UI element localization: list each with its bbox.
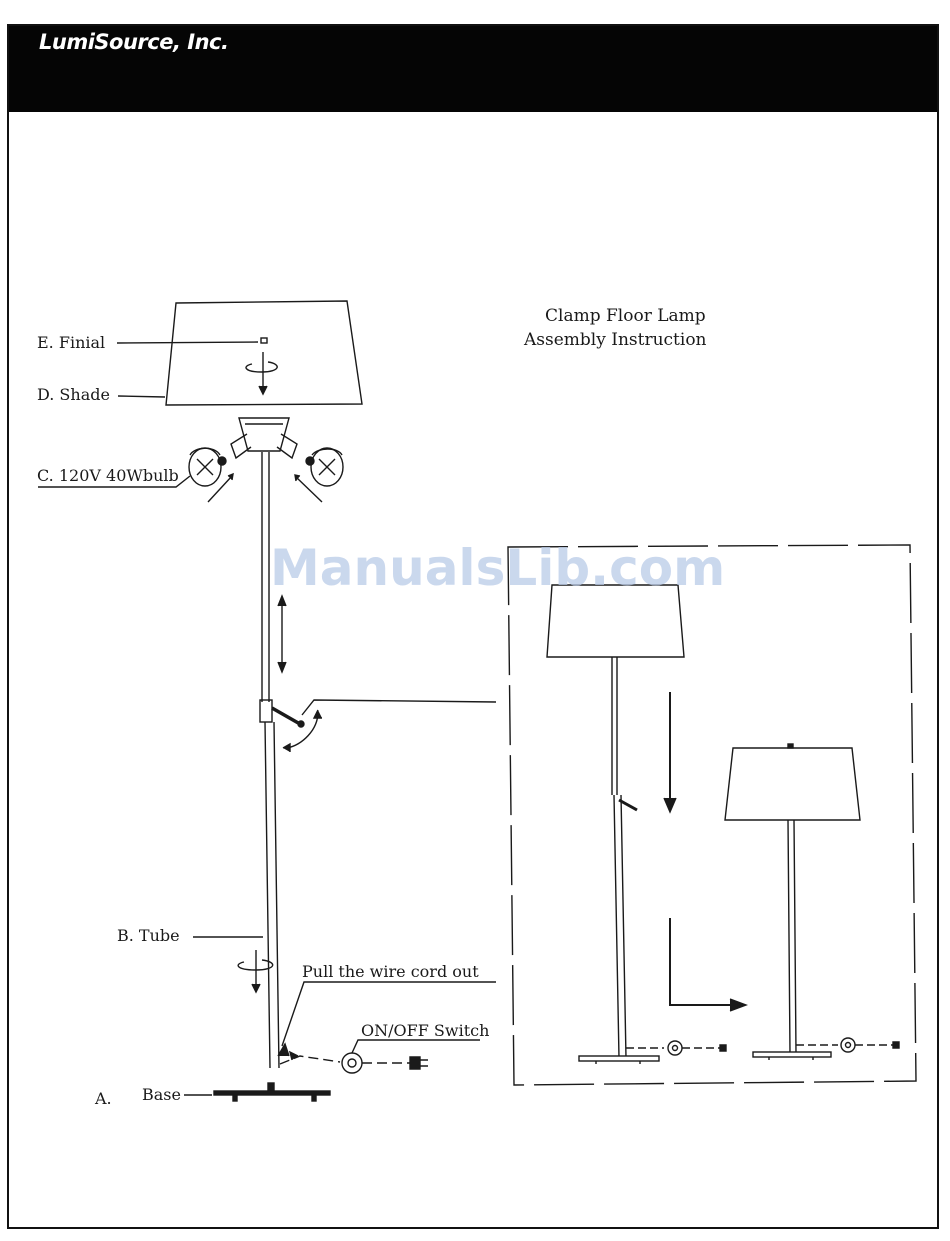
inset-connector (302, 700, 496, 715)
bulb-label: C. 120V 40Wbulb (37, 466, 179, 485)
base-label: Base (142, 1085, 181, 1104)
rotate-arrow-shade (246, 362, 277, 372)
pull-cord-label: Pull the wire cord out (302, 962, 479, 981)
inset-short-shade (725, 748, 860, 820)
lower-tube (265, 722, 279, 1068)
watermark: ManualsLib.com (270, 539, 725, 597)
plug (410, 1057, 420, 1069)
switch-left (342, 1053, 362, 1073)
upper-tube (262, 452, 269, 702)
switch-leader (352, 1040, 480, 1053)
shade-label: D. Shade (37, 385, 110, 404)
finial-leader (117, 342, 258, 343)
inset-l-arrow (670, 918, 735, 1005)
switch-label: ON/OFF Switch (361, 1021, 489, 1040)
tube-label: B. Tube (117, 926, 180, 945)
title-line-1: Clamp Floor Lamp (545, 306, 706, 326)
finial (261, 338, 267, 343)
wire-cord (280, 1056, 340, 1064)
left-socket (231, 434, 251, 458)
shade-leader (118, 396, 165, 397)
clamp-sleeve (260, 700, 272, 722)
clamp-lever (272, 708, 300, 724)
base-letter-label: A. (94, 1089, 112, 1108)
right-socket (277, 434, 297, 458)
title-line-2: Assembly Instruction (523, 330, 707, 350)
finial-label: E. Finial (37, 333, 105, 352)
